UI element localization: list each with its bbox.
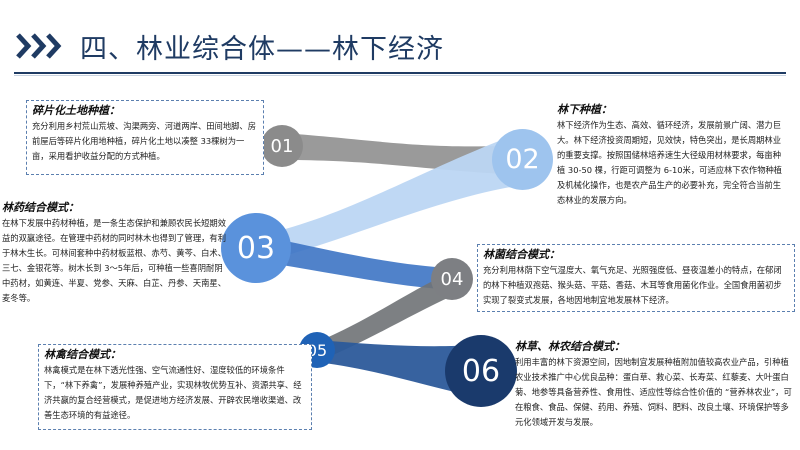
block-body-01: 充分利用乡村荒山荒坡、沟渠两旁、河道两岸、田间地脚、房前屋后等碎片化用地种植，碎… <box>32 121 257 161</box>
block-title-02: 林下种植： <box>557 103 612 116</box>
title-underline <box>14 72 786 74</box>
triple-chevron-right-icon <box>16 33 62 59</box>
block-body-03: 在林下发展中药材种植，是一条生态保护和兼顾农民长短期效益的双赢途径。在管理中药材… <box>2 218 227 303</box>
band-05-06 <box>317 340 481 398</box>
step-circle-03: 03 <box>221 213 291 283</box>
title-underline-thin <box>14 75 786 76</box>
block-title-06: 林草、林农结合模式： <box>515 340 625 353</box>
block-body-05: 林禽模式是在林下透光性强、空气流通性好、湿度较低的环境条件下，“林下养禽”，发展… <box>44 365 302 420</box>
page-title: 四、林业综合体——林下经济 <box>80 34 444 65</box>
step-circle-01: 01 <box>261 125 303 167</box>
block-body-04: 充分利用林荫下空气湿度大、氧气充足、光照强度低、昼夜温差小的特点，在郁闭的林下种… <box>483 265 782 305</box>
text-block-02: 林下种植： 林下经济作为生态、高效、循环经济，发展前景广阔、潜力巨大。林下经济投… <box>557 102 789 208</box>
text-block-06: 林草、林农结合模式： 利用丰富的林下资源空间，因地制宜发展种植附加值较高农业产品… <box>515 339 795 430</box>
block-title-04: 林菌结合模式： <box>483 248 560 261</box>
text-block-03: 林药结合模式： 在林下发展中药材种植，是一条生态保护和兼顾农民长短期效益的双赢途… <box>2 200 228 306</box>
step-circle-02: 02 <box>492 129 553 190</box>
text-block-05: 林禽结合模式： 林禽模式是在林下透光性强、空气流通性好、湿度较低的环境条件下，“… <box>38 344 312 430</box>
step-circle-04: 04 <box>431 258 473 300</box>
band-03-04 <box>262 236 452 290</box>
block-body-02: 林下经济作为生态、高效、循环经济，发展前景广阔、潜力巨大。林下经济投资周期短，见… <box>557 120 783 205</box>
block-body-06: 利用丰富的林下资源空间，因地制宜发展种植附加值较高农业产品，引种植农业技术推广中… <box>515 357 792 427</box>
block-title-01: 碎片化土地种植： <box>32 104 120 117</box>
step-circle-06: 06 <box>445 335 517 407</box>
text-block-01: 碎片化土地种植： 充分利用乡村荒山荒坡、沟渠两旁、河道两岸、田间地脚、房前屋后等… <box>26 100 264 175</box>
band-03-02 <box>262 132 522 262</box>
band-05-04 <box>317 272 452 362</box>
text-block-04: 林菌结合模式： 充分利用林荫下空气湿度大、氧气充足、光照强度低、昼夜温差小的特点… <box>477 244 795 312</box>
block-title-03: 林药结合模式： <box>2 201 79 214</box>
block-title-05: 林禽结合模式： <box>44 348 121 361</box>
